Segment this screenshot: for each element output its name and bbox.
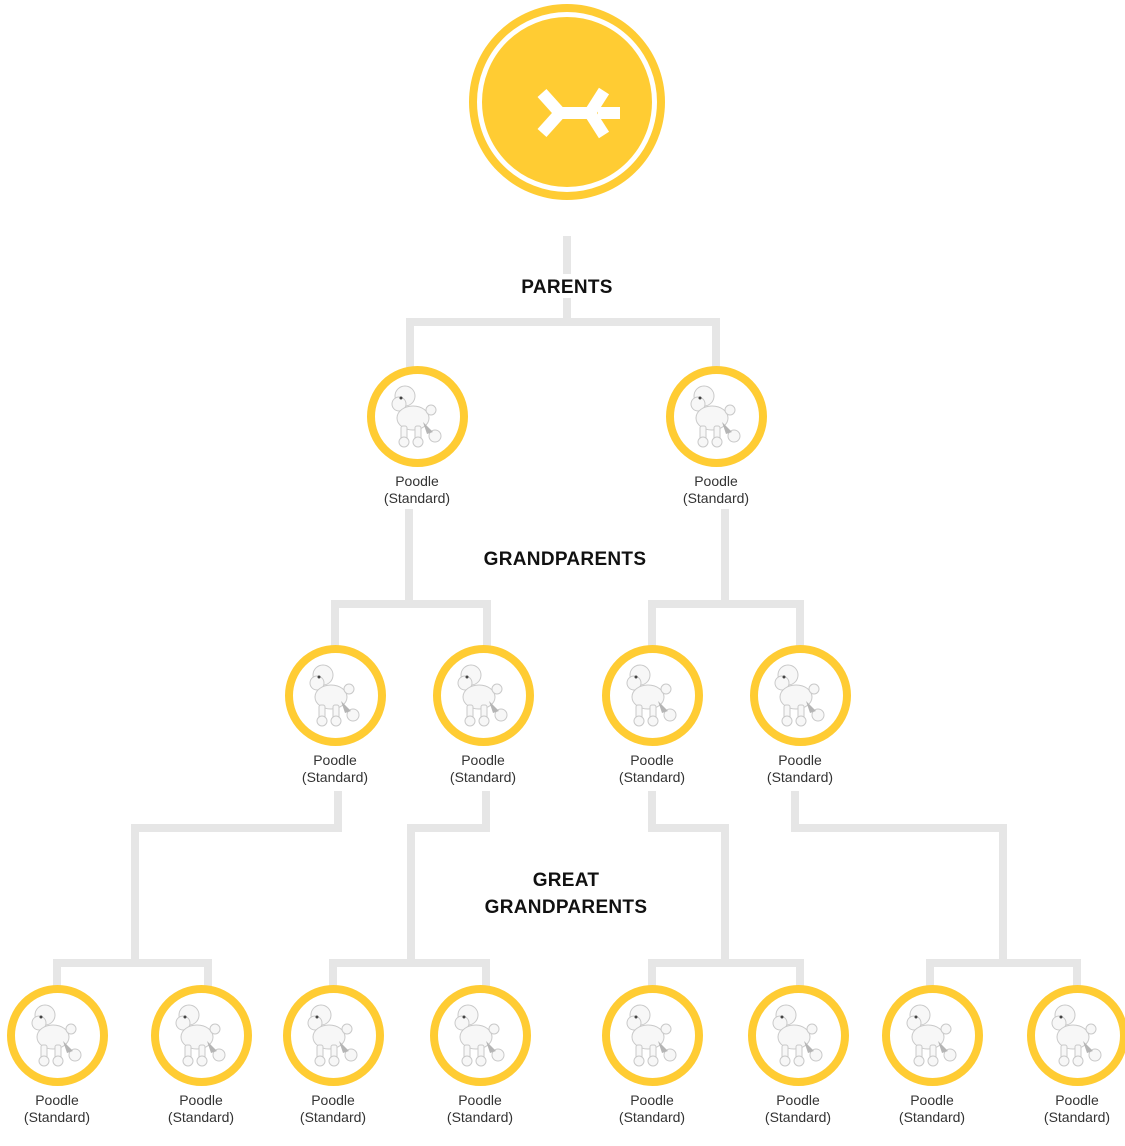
grandparent-node[interactable]: Poodle(Standard) bbox=[260, 645, 410, 786]
dog-photo[interactable] bbox=[749, 645, 851, 746]
breed-name: Poodle bbox=[35, 1092, 79, 1108]
poodle-icon bbox=[454, 1004, 504, 1067]
breed-variety: (Standard) bbox=[167, 1109, 235, 1125]
dog-photo[interactable] bbox=[665, 366, 767, 467]
breed-variety: (Standard) bbox=[449, 769, 517, 785]
poodle-icon bbox=[309, 664, 359, 727]
root-badge-inner bbox=[477, 12, 657, 192]
breed-variety: (Standard) bbox=[682, 490, 750, 506]
breed-variety: (Standard) bbox=[898, 1109, 966, 1125]
great-grandparent-node[interactable]: Poodle(Standard) bbox=[723, 985, 873, 1126]
great-grandparent-node[interactable]: Poodle(Standard) bbox=[126, 985, 276, 1126]
great-grandparent-node[interactable]: Poodle(Standard) bbox=[577, 985, 727, 1126]
breed-label: Poodle(Standard) bbox=[405, 1092, 555, 1126]
breed-label: Poodle(Standard) bbox=[342, 473, 492, 507]
breed-label: Poodle(Standard) bbox=[723, 1092, 873, 1126]
breed-variety: (Standard) bbox=[299, 1109, 367, 1125]
brand-logo-icon bbox=[537, 87, 620, 139]
dog-photo[interactable] bbox=[747, 985, 849, 1086]
breed-name: Poodle bbox=[630, 752, 674, 768]
great-grandparent-node[interactable]: Poodle(Standard) bbox=[0, 985, 132, 1126]
grandparent-node[interactable]: Poodle(Standard) bbox=[408, 645, 558, 786]
dog-photo[interactable] bbox=[601, 985, 703, 1086]
poodle-icon bbox=[690, 385, 740, 448]
poodle-icon bbox=[906, 1004, 956, 1067]
breed-name: Poodle bbox=[694, 473, 738, 489]
breed-label: Poodle(Standard) bbox=[577, 752, 727, 786]
great-grandparent-node[interactable]: Poodle(Standard) bbox=[405, 985, 555, 1126]
breed-label: Poodle(Standard) bbox=[408, 752, 558, 786]
poodle-icon bbox=[31, 1004, 81, 1067]
dog-photo[interactable] bbox=[1026, 985, 1125, 1086]
great-grandparent-node[interactable]: Poodle(Standard) bbox=[857, 985, 1007, 1126]
dog-photo[interactable] bbox=[366, 366, 468, 467]
breed-name: Poodle bbox=[776, 1092, 820, 1108]
breed-variety: (Standard) bbox=[766, 769, 834, 785]
grandparent-node[interactable]: Poodle(Standard) bbox=[577, 645, 727, 786]
breed-name: Poodle bbox=[910, 1092, 954, 1108]
poodle-icon bbox=[391, 385, 441, 448]
poodle-icon bbox=[626, 664, 676, 727]
breed-label: Poodle(Standard) bbox=[857, 1092, 1007, 1126]
poodle-icon bbox=[457, 664, 507, 727]
breed-variety: (Standard) bbox=[1043, 1109, 1111, 1125]
breed-name: Poodle bbox=[461, 752, 505, 768]
breed-variety: (Standard) bbox=[383, 490, 451, 506]
breed-label: Poodle(Standard) bbox=[0, 1092, 132, 1126]
breed-name: Poodle bbox=[1055, 1092, 1099, 1108]
breed-label: Poodle(Standard) bbox=[260, 752, 410, 786]
poodle-icon bbox=[175, 1004, 225, 1067]
breed-name: Poodle bbox=[179, 1092, 223, 1108]
dog-photo[interactable] bbox=[601, 645, 703, 746]
breed-name: Poodle bbox=[395, 473, 439, 489]
breed-label: Poodle(Standard) bbox=[1002, 1092, 1125, 1126]
grandparents-heading: GRANDPARENTS bbox=[483, 549, 647, 570]
dog-photo[interactable] bbox=[282, 985, 384, 1086]
breed-label: Poodle(Standard) bbox=[641, 473, 791, 507]
grandparent-node[interactable]: Poodle(Standard) bbox=[725, 645, 875, 786]
dog-photo[interactable] bbox=[150, 985, 252, 1086]
poodle-icon bbox=[1051, 1004, 1101, 1067]
breed-label: Poodle(Standard) bbox=[258, 1092, 408, 1126]
breed-label: Poodle(Standard) bbox=[725, 752, 875, 786]
parent-node[interactable]: Poodle(Standard) bbox=[641, 366, 791, 507]
breed-variety: (Standard) bbox=[618, 769, 686, 785]
breed-name: Poodle bbox=[778, 752, 822, 768]
dog-photo[interactable] bbox=[881, 985, 983, 1086]
parents-heading: PARENTS bbox=[521, 277, 613, 298]
breed-variety: (Standard) bbox=[764, 1109, 832, 1125]
parent-node[interactable]: Poodle(Standard) bbox=[342, 366, 492, 507]
poodle-icon bbox=[307, 1004, 357, 1067]
breed-name: Poodle bbox=[311, 1092, 355, 1108]
great-grandparents-heading-line2: GRANDPARENTS bbox=[484, 897, 648, 918]
great-grandparent-node[interactable]: Poodle(Standard) bbox=[1002, 985, 1125, 1126]
breed-name: Poodle bbox=[458, 1092, 502, 1108]
great-grandparent-node[interactable]: Poodle(Standard) bbox=[258, 985, 408, 1126]
breed-name: Poodle bbox=[313, 752, 357, 768]
great-grandparents-heading-line1: GREAT bbox=[532, 870, 600, 891]
dog-photo[interactable] bbox=[6, 985, 108, 1086]
breed-variety: (Standard) bbox=[23, 1109, 91, 1125]
breed-variety: (Standard) bbox=[301, 769, 369, 785]
breed-label: Poodle(Standard) bbox=[577, 1092, 727, 1126]
breed-variety: (Standard) bbox=[618, 1109, 686, 1125]
dog-photo[interactable] bbox=[284, 645, 386, 746]
poodle-icon bbox=[626, 1004, 676, 1067]
poodle-icon bbox=[772, 1004, 822, 1067]
breed-variety: (Standard) bbox=[446, 1109, 514, 1125]
dog-photo[interactable] bbox=[429, 985, 531, 1086]
dog-photo[interactable] bbox=[432, 645, 534, 746]
breed-name: Poodle bbox=[630, 1092, 674, 1108]
poodle-icon bbox=[774, 664, 824, 727]
root-badge bbox=[469, 4, 665, 200]
breed-label: Poodle(Standard) bbox=[126, 1092, 276, 1126]
